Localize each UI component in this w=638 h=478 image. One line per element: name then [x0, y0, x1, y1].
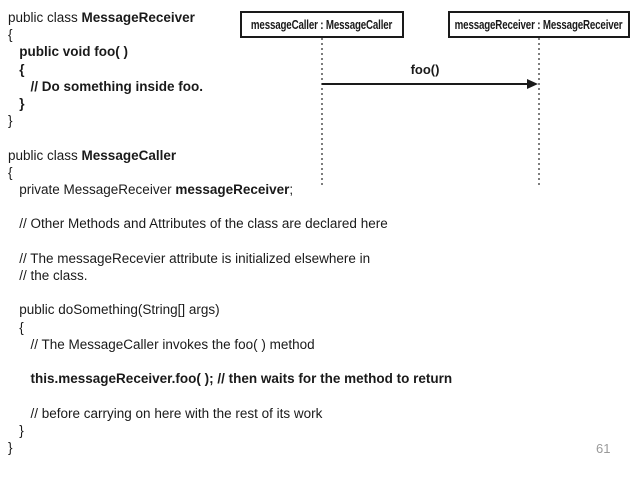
code-line — [8, 198, 508, 215]
code-line — [8, 387, 508, 404]
code-line — [8, 233, 508, 250]
arrowhead-icon — [527, 79, 538, 89]
code-line — [8, 129, 508, 146]
code-line: { — [8, 319, 508, 336]
code-line: public void foo( ) — [8, 43, 508, 60]
lifeline-dashed-message-caller — [321, 38, 323, 185]
code-line: // Do something inside foo. — [8, 78, 508, 95]
code-segment: // The messageRecevier attribute is init… — [8, 250, 371, 266]
code-segment: // Other Methods and Attributes of the c… — [8, 216, 388, 232]
code-segment: messageReceiver — [175, 182, 290, 198]
code-segment: // Do something inside foo. — [30, 78, 204, 94]
code-segment: private MessageReceiver — [8, 182, 176, 198]
code-line: public class MessageCaller — [8, 147, 508, 164]
code-segment: MessageCaller — [81, 147, 177, 163]
code-segment: public doSomething(String[] args) — [8, 302, 220, 318]
code-line — [8, 284, 508, 301]
code-segment: // the class. — [8, 268, 88, 283]
lifeline-box-message-receiver: messageReceiver : MessageReceiver — [448, 11, 630, 38]
code-line: } — [8, 422, 508, 439]
code-segment — [8, 96, 19, 111]
message-label: foo() — [410, 62, 440, 77]
code-segment — [8, 371, 31, 386]
lifeline-box-label: messageReceiver : MessageReceiver — [455, 17, 623, 32]
code-segment — [8, 62, 19, 77]
code-segment: // before carrying on here with the rest… — [8, 405, 323, 421]
lifeline-dashed-message-receiver — [538, 38, 540, 185]
code-line: // before carrying on here with the rest… — [8, 405, 508, 422]
code-listing: public class MessageReceiver{ public voi… — [8, 9, 508, 456]
code-segment — [8, 44, 19, 59]
code-segment: MessageReceiver — [81, 10, 195, 25]
code-segment: { — [8, 27, 13, 43]
code-line: { — [8, 61, 508, 78]
code-line: // The MessageCaller invokes the foo( ) … — [8, 336, 508, 353]
code-line: this.messageReceiver.foo( ); // then wai… — [8, 370, 508, 387]
code-line — [8, 353, 508, 370]
page-number: 61 — [596, 441, 611, 456]
code-segment: } — [19, 96, 25, 112]
code-segment: public class — [8, 147, 82, 163]
code-line: { — [8, 164, 508, 181]
message-arrow — [322, 83, 528, 85]
code-segment: public void foo( ) — [19, 44, 128, 60]
code-segment: public class — [8, 10, 82, 25]
code-line: private MessageReceiver messageReceiver; — [8, 181, 508, 198]
code-line: { — [8, 26, 508, 43]
code-segment: } — [8, 113, 13, 129]
code-line: // The messageRecevier attribute is init… — [8, 250, 508, 267]
code-segment: { — [19, 61, 25, 77]
code-segment: } — [8, 422, 24, 438]
code-line: // Other Methods and Attributes of the c… — [8, 215, 508, 232]
lifeline-box-label: messageCaller : MessageCaller — [251, 17, 393, 32]
code-line: } — [8, 95, 508, 112]
code-segment: { — [8, 319, 24, 335]
code-segment: { — [8, 164, 13, 180]
code-segment: // The MessageCaller invokes the foo( ) … — [8, 336, 315, 352]
code-line: } — [8, 439, 508, 456]
code-line: // the class. — [8, 267, 508, 284]
code-segment: this.messageReceiver.foo( ); // then wai… — [30, 371, 453, 387]
code-segment: ; — [289, 182, 294, 198]
code-segment — [8, 79, 31, 94]
code-segment: } — [8, 439, 13, 455]
code-line: public class MessageReceiver — [8, 9, 508, 26]
code-line: public doSomething(String[] args) — [8, 301, 508, 318]
lifeline-box-message-caller: messageCaller : MessageCaller — [240, 11, 404, 38]
code-line: } — [8, 112, 508, 129]
